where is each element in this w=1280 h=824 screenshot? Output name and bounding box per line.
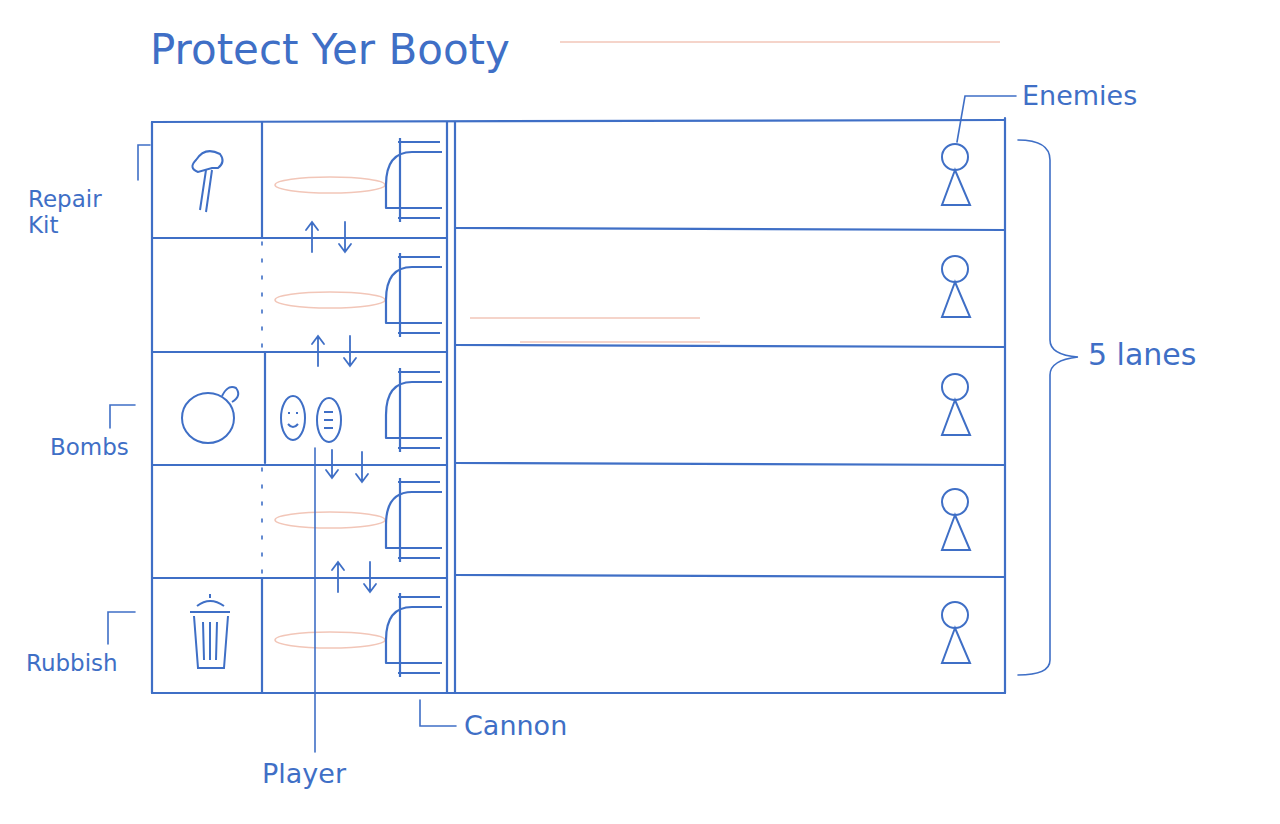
bin-rim bbox=[190, 594, 230, 612]
enemy-figure bbox=[942, 602, 970, 663]
cannon-barrel bbox=[386, 607, 442, 663]
item-box-side bbox=[264, 352, 266, 463]
enemy-body bbox=[942, 628, 970, 663]
lane-line bbox=[152, 464, 447, 466]
player-label: Player bbox=[262, 758, 346, 789]
leader-line bbox=[138, 145, 150, 180]
lane-line bbox=[455, 463, 1005, 465]
faint-mark bbox=[275, 632, 385, 648]
hammer-handle bbox=[200, 170, 212, 212]
enemy-body bbox=[942, 282, 970, 317]
faint-mark bbox=[275, 177, 385, 193]
enemy-figure bbox=[942, 144, 970, 205]
deck-edge bbox=[446, 122, 448, 693]
lane-line bbox=[455, 575, 1005, 577]
up-down-arrow bbox=[312, 336, 356, 366]
board-border bbox=[152, 120, 1005, 122]
bin-stripes bbox=[203, 622, 217, 660]
cannon-frame bbox=[398, 593, 440, 677]
player-face bbox=[324, 412, 333, 428]
faint-mark bbox=[560, 41, 1000, 43]
leader-line bbox=[314, 448, 316, 752]
hammer-head bbox=[192, 151, 222, 172]
bin-body bbox=[194, 616, 228, 668]
faint-mark bbox=[470, 317, 700, 319]
bomb-body bbox=[182, 393, 234, 443]
board-border bbox=[152, 692, 1005, 694]
cannons bbox=[386, 138, 442, 677]
cannon-frame bbox=[398, 253, 440, 337]
lane-line bbox=[152, 351, 447, 353]
cannon-symbol bbox=[386, 593, 442, 677]
rubbish-bin-icon bbox=[190, 594, 230, 668]
faint-mark bbox=[520, 341, 720, 343]
deck-edge bbox=[454, 122, 456, 693]
cannon-barrel bbox=[386, 382, 442, 438]
leader-line bbox=[957, 96, 1016, 142]
dashed-divider bbox=[261, 468, 263, 576]
leader-line bbox=[110, 405, 135, 428]
board-border bbox=[1004, 118, 1006, 693]
leader-line bbox=[420, 700, 456, 726]
bomb-fuse bbox=[222, 387, 238, 402]
item-label: Bombs bbox=[50, 434, 129, 460]
player-body bbox=[317, 398, 341, 442]
move-arrows bbox=[306, 222, 376, 592]
enemy-head bbox=[942, 489, 968, 515]
board-grid bbox=[152, 118, 1005, 693]
cannon-symbol bbox=[386, 478, 442, 562]
player-body bbox=[281, 396, 305, 440]
enemy-body bbox=[942, 170, 970, 205]
enemy-head bbox=[942, 374, 968, 400]
lane-line bbox=[152, 237, 447, 239]
enemy-body bbox=[942, 515, 970, 550]
enemy-head bbox=[942, 144, 968, 170]
lane-line bbox=[455, 345, 1005, 347]
player-figure bbox=[281, 396, 341, 442]
item-label: Repair Kit bbox=[28, 186, 128, 239]
player-face bbox=[288, 412, 298, 427]
enemy-figure bbox=[942, 374, 970, 435]
cannon-symbol bbox=[386, 368, 442, 452]
item-box-side bbox=[261, 122, 263, 238]
enemy-head bbox=[942, 256, 968, 282]
cannon-frame bbox=[398, 368, 440, 452]
board-border bbox=[151, 122, 153, 693]
up-down-arrow bbox=[306, 222, 351, 252]
cannon-symbol bbox=[386, 138, 442, 222]
cannon-barrel bbox=[386, 267, 442, 323]
sketch-title: Protect Yer Booty bbox=[150, 26, 510, 74]
item-label: Rubbish bbox=[26, 650, 118, 676]
lane-line bbox=[152, 577, 447, 579]
faint-mark bbox=[275, 512, 385, 528]
faint-mark bbox=[275, 292, 385, 308]
repair-kit-icon bbox=[192, 151, 222, 212]
lanes-brace bbox=[1018, 140, 1078, 675]
leader-line bbox=[108, 612, 135, 644]
enemy-body bbox=[942, 400, 970, 435]
up-down-arrow bbox=[332, 562, 376, 592]
cannon-barrel bbox=[386, 492, 442, 548]
leader-lines bbox=[108, 96, 1078, 752]
item-box-side bbox=[261, 578, 263, 693]
item-icons bbox=[182, 151, 238, 668]
lanes-label: 5 lanes bbox=[1088, 338, 1196, 373]
bomb-icon bbox=[182, 387, 238, 443]
cannon-barrel bbox=[386, 152, 442, 208]
cannon-symbol bbox=[386, 253, 442, 337]
lane-line bbox=[455, 228, 1005, 230]
cannon-frame bbox=[398, 138, 440, 222]
enemy-figure bbox=[942, 256, 970, 317]
enemies-label: Enemies bbox=[1022, 80, 1137, 111]
up-down-arrow bbox=[326, 450, 368, 482]
cannon-label: Cannon bbox=[464, 710, 567, 741]
enemies bbox=[942, 144, 970, 663]
enemy-figure bbox=[942, 489, 970, 550]
bin-lid bbox=[197, 601, 224, 606]
cannon-frame bbox=[398, 478, 440, 562]
dashed-divider bbox=[261, 242, 263, 350]
enemy-head bbox=[942, 602, 968, 628]
